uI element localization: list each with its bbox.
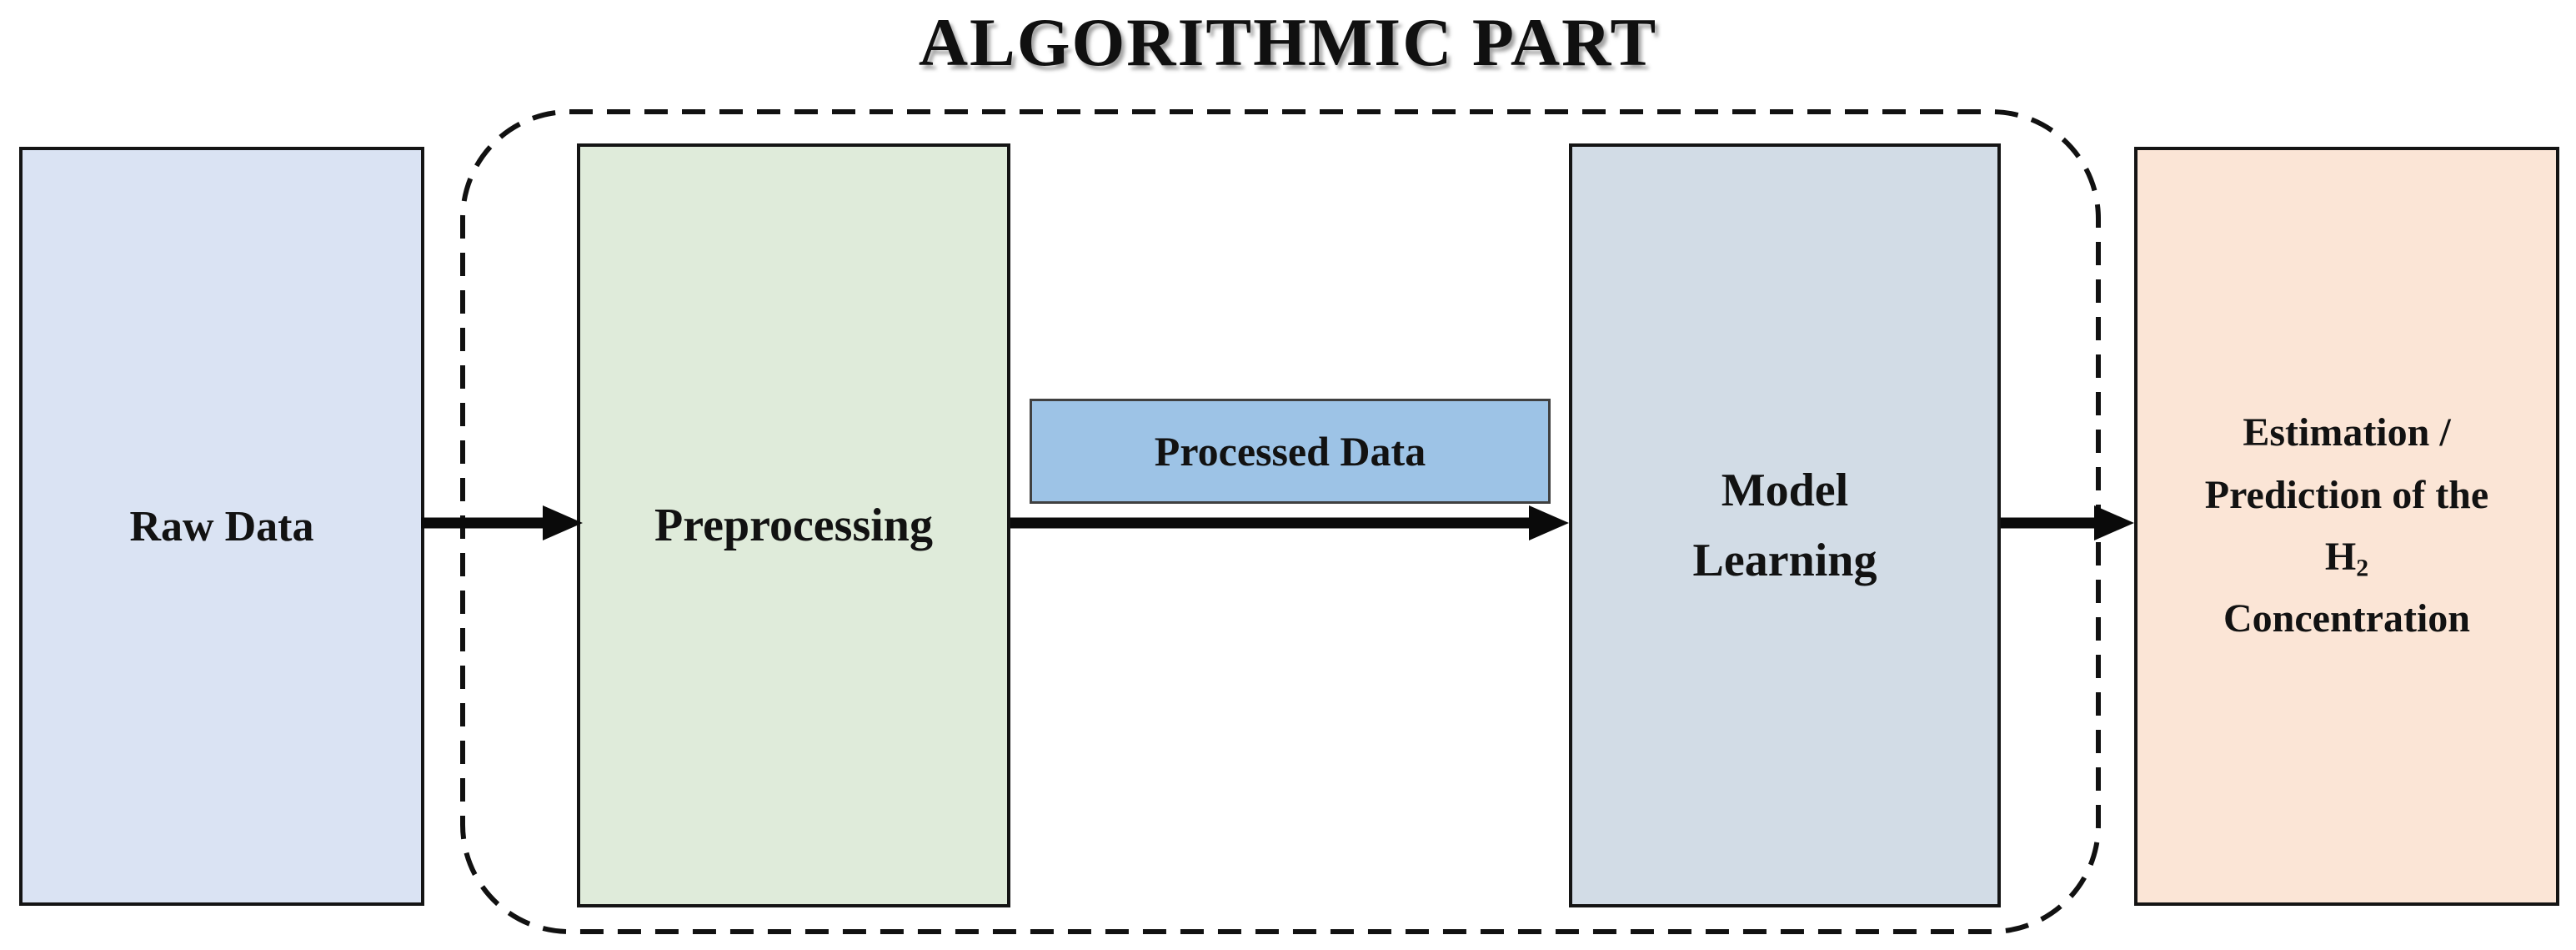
arrowhead-icon xyxy=(1529,505,1569,540)
estimation-label-line4: Concentration xyxy=(2223,596,2470,641)
raw-data-label: Raw Data xyxy=(129,502,314,550)
model-learning-label-line2: Learning xyxy=(1692,535,1877,586)
arrow-preprocessing-to-model xyxy=(1010,505,1569,540)
node-preprocessing: Preprocessing xyxy=(577,143,1010,907)
arrow-model-to-estimation xyxy=(2001,505,2134,540)
node-raw-data: Raw Data xyxy=(19,147,424,906)
node-model-learning: Model Learning xyxy=(1569,143,2001,907)
preprocessing-label: Preprocessing xyxy=(654,500,933,551)
node-processed-data: Processed Data xyxy=(1030,399,1551,504)
h2-symbol-base: H xyxy=(2324,535,2357,579)
arrowhead-icon xyxy=(2094,505,2134,540)
model-learning-label-line1: Model xyxy=(1721,465,1849,516)
diagram-title: ALGORITHMIC PART xyxy=(918,4,1658,80)
arrow-raw-to-preprocessing xyxy=(421,505,583,540)
estimation-label-line3: H2 xyxy=(2325,526,2368,588)
estimation-label-line1: Estimation / xyxy=(2243,410,2451,455)
estimation-label-line2: Prediction of the xyxy=(2204,472,2489,517)
h2-symbol-subscript: 2 xyxy=(2356,554,2369,582)
processed-data-label: Processed Data xyxy=(1154,428,1426,475)
node-estimation-prediction: Estimation / Prediction of the H2 Concen… xyxy=(2134,147,2559,906)
